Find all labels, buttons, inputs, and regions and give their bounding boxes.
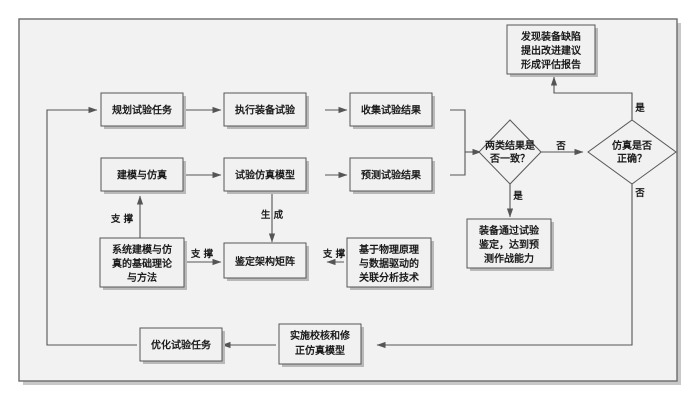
node-theory-line2: 真的基础理论 bbox=[112, 257, 173, 270]
edge-label-yes-1: 是 bbox=[512, 190, 523, 202]
node-calibrate-line1: 实施校核和修 bbox=[290, 329, 351, 342]
edge-label-yes-2: 是 bbox=[634, 102, 645, 114]
edge-label-no-2: 否 bbox=[634, 188, 645, 199]
node-simcorrect-line1: 仿真是否 bbox=[612, 139, 652, 152]
node-consistent-line2: 否一致？ bbox=[489, 152, 530, 165]
edge-collect-to-merge bbox=[450, 109, 466, 152]
node-predict[interactable]: 预测试验结果 bbox=[349, 157, 435, 194]
node-theory[interactable]: 系统建模与仿 真的基础理论 与方法 bbox=[99, 237, 187, 290]
node-theory-line1: 系统建模与仿 bbox=[112, 243, 172, 256]
node-analysis-line3: 关联分析技术 bbox=[359, 271, 419, 284]
node-predict-label: 预测试验结果 bbox=[361, 169, 422, 182]
edge-optimize-loop bbox=[46, 106, 137, 346]
node-calibrate[interactable]: 实施校核和修 正仿真模型 bbox=[278, 323, 364, 367]
node-collect[interactable]: 收集试验结果 bbox=[349, 92, 435, 129]
node-execute[interactable]: 执行装备试验 bbox=[223, 92, 309, 129]
edge-label-generate: 生 成 bbox=[261, 209, 284, 221]
node-execute-label: 执行装备试验 bbox=[235, 104, 296, 117]
edge-simcorrect-yes bbox=[550, 76, 633, 123]
node-analysis[interactable]: 基于物理原理 与数据驱动的 关联分析技术 bbox=[346, 237, 434, 290]
edge-label-layer: 否 是 是 否 支 撑 支 撑 支 撑 生 成 bbox=[110, 102, 645, 260]
node-modelsim-label: 建模与仿真 bbox=[116, 169, 167, 182]
node-calibrate-line2: 正仿真模型 bbox=[295, 344, 345, 357]
node-passed-line2: 鉴定，达到预 bbox=[478, 238, 539, 251]
node-theory-line3: 与方法 bbox=[127, 271, 157, 284]
edge-label-support-2: 支 撑 bbox=[190, 248, 214, 260]
node-analysis-line2: 与数据驱动的 bbox=[359, 257, 419, 270]
node-modelsim[interactable]: 建模与仿真 bbox=[100, 157, 186, 194]
node-passed-line1: 装备通过试验 bbox=[478, 224, 540, 237]
edge-label-no-1: 否 bbox=[555, 141, 566, 152]
node-matrix-label: 鉴定架构矩阵 bbox=[234, 255, 295, 268]
node-consistent[interactable]: 两类结果是 否一致？ bbox=[478, 119, 542, 185]
node-matrix[interactable]: 鉴定架构矩阵 bbox=[223, 242, 309, 281]
edge-label-support-1: 支 撑 bbox=[110, 213, 134, 225]
node-simcorrect[interactable]: 仿真是否 正确？ bbox=[587, 119, 677, 185]
node-passed[interactable]: 装备通过试验 鉴定，达到预 测作战能力 bbox=[466, 218, 554, 271]
node-report-line2: 提出改进建议 bbox=[521, 44, 582, 57]
node-plan-label: 规划试验任务 bbox=[112, 104, 173, 117]
edge-predict-to-merge bbox=[450, 152, 466, 176]
diagram-frame bbox=[18, 18, 678, 382]
node-report-line3: 形成评估报告 bbox=[521, 58, 581, 71]
connector-layer bbox=[46, 76, 633, 349]
node-optimize[interactable]: 优化试验任务 bbox=[139, 327, 225, 364]
node-optimize-label: 优化试验任务 bbox=[151, 339, 212, 352]
edge-simcorrect-no bbox=[376, 182, 633, 349]
node-report-line1: 发现装备缺陷 bbox=[520, 30, 581, 43]
node-consistent-line1: 两类结果是 bbox=[485, 139, 535, 152]
node-report[interactable]: 发现装备缺陷 提出改进建议 形成评估报告 bbox=[506, 24, 598, 77]
node-analysis-line1: 基于物理原理 bbox=[358, 243, 419, 256]
node-plan[interactable]: 规划试验任务 bbox=[100, 92, 186, 129]
node-simmodel-label: 试验仿真模型 bbox=[235, 169, 295, 182]
node-simmodel[interactable]: 试验仿真模型 bbox=[223, 157, 309, 194]
node-passed-line3: 测作战能力 bbox=[484, 252, 534, 265]
node-collect-label: 收集试验结果 bbox=[361, 104, 422, 117]
node-simcorrect-line2: 正确？ bbox=[617, 152, 647, 165]
edge-label-support-3: 支 撑 bbox=[322, 248, 346, 260]
